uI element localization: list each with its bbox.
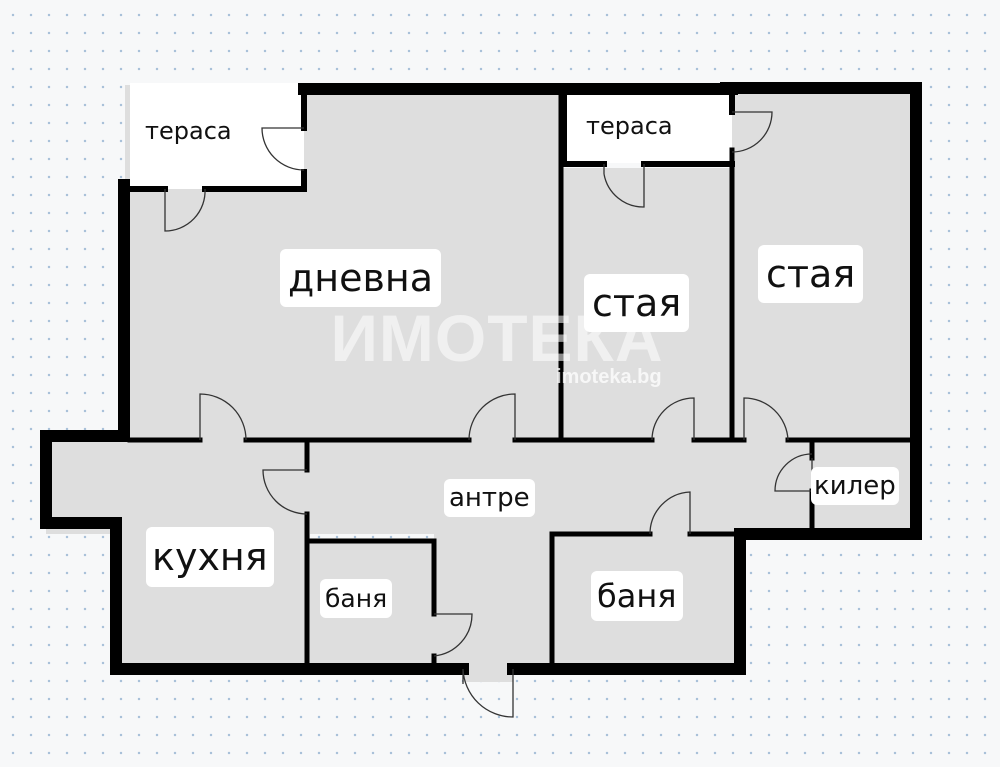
door-kitchen — [199, 393, 247, 441]
label-bath1: баня — [320, 579, 393, 618]
door-terrace2-bottom — [603, 164, 645, 208]
door-entrance — [462, 668, 514, 718]
lower-hall-floor — [434, 534, 552, 669]
label-terrace1: тераса — [141, 113, 236, 149]
label-living: дневна — [280, 249, 442, 307]
door-room2 — [743, 397, 789, 441]
floor-fills — [46, 83, 916, 682]
door-terrace2-side — [731, 111, 773, 153]
door-bath2 — [649, 491, 691, 535]
door-living — [468, 393, 516, 441]
label-storage: килер — [811, 467, 899, 505]
label-room1: стая — [584, 274, 690, 332]
label-room2: стая — [758, 245, 864, 303]
door-storage — [774, 453, 813, 492]
entrance-floor — [463, 664, 513, 682]
door-terrace1-bottom — [164, 188, 206, 232]
label-bath2: баня — [591, 571, 683, 621]
door-room1 — [651, 397, 695, 441]
label-terrace2: тераса — [580, 108, 679, 144]
label-hall: антре — [444, 479, 535, 517]
label-kitchen: кухня — [146, 527, 274, 587]
door-terrace1-side — [261, 127, 305, 171]
doors — [164, 111, 813, 718]
door-bath1 — [433, 613, 473, 657]
walls — [40, 82, 922, 675]
watermark-site: imoteka.bg — [556, 366, 662, 388]
door-hall-kitchen — [262, 469, 308, 515]
